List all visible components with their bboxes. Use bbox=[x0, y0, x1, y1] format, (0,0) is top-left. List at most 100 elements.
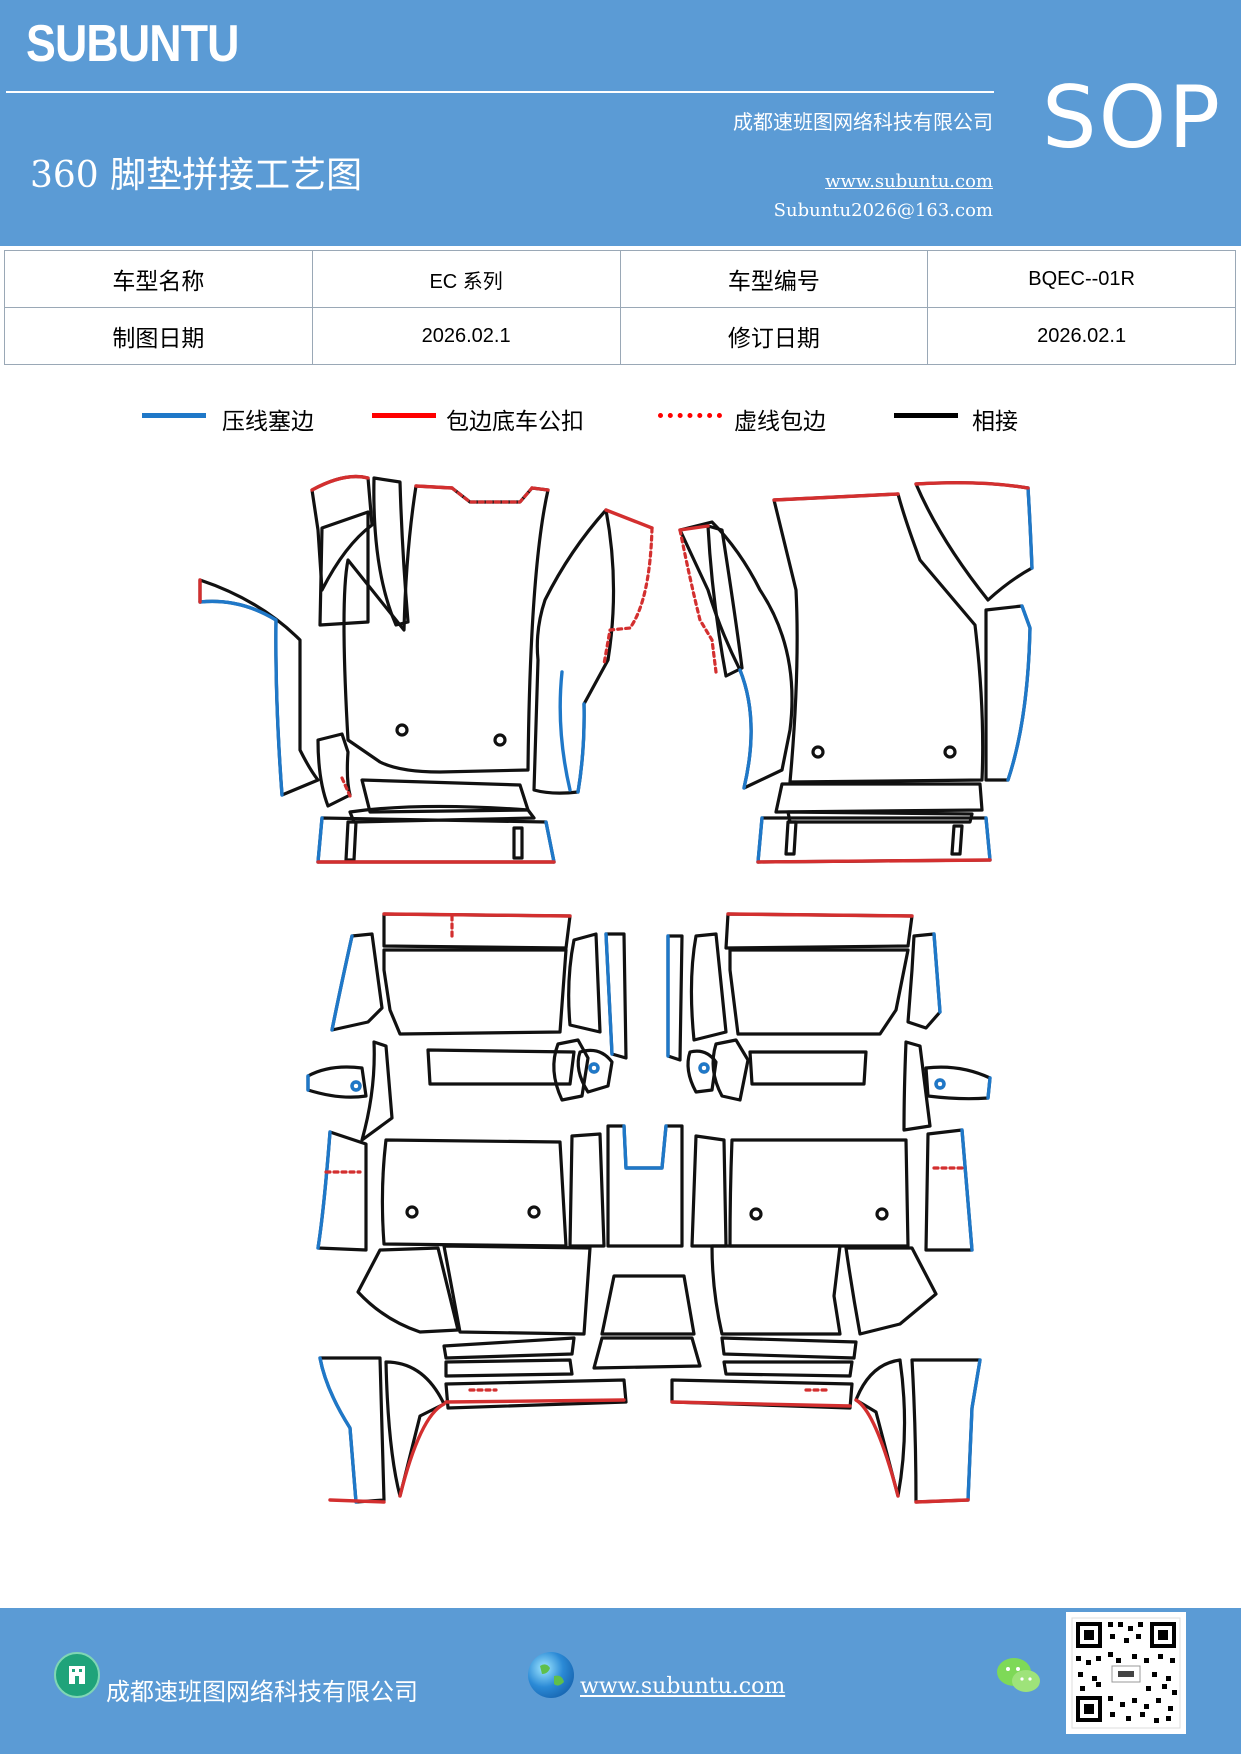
model-name-label: 车型名称 bbox=[4, 250, 313, 308]
mat-piece bbox=[344, 820, 358, 862]
mat-piece bbox=[728, 1138, 910, 1248]
legend-swatch-black bbox=[894, 413, 958, 418]
revise-date-value: 2026.02.1 bbox=[927, 307, 1236, 365]
legend-label: 包边底车公扣 bbox=[446, 409, 584, 435]
press-line-edge bbox=[198, 599, 284, 797]
mat-piece bbox=[690, 1134, 728, 1248]
model-code-label: 车型编号 bbox=[619, 250, 929, 308]
press-line-edge bbox=[1006, 604, 1032, 782]
mat-piece bbox=[724, 912, 914, 950]
binding-edge bbox=[914, 1498, 970, 1504]
mat-piece bbox=[710, 1244, 842, 1336]
press-line-edge bbox=[544, 820, 556, 864]
mat-piece bbox=[772, 492, 985, 784]
mat-piece bbox=[720, 1336, 858, 1360]
legend-label: 压线塞边 bbox=[222, 409, 314, 435]
line-legend: 压线塞边 包边底车公扣 虚线包边 相接 bbox=[0, 398, 1241, 438]
floor-mat-diagram bbox=[0, 450, 1241, 1600]
mat-piece bbox=[670, 1378, 854, 1410]
mat-piece bbox=[844, 1246, 938, 1336]
mat-piece bbox=[444, 1358, 574, 1378]
press-line-edge bbox=[966, 1358, 982, 1502]
draw-date-label: 制图日期 bbox=[4, 307, 313, 365]
mat-piece bbox=[318, 1356, 386, 1504]
binding-edge bbox=[398, 1402, 446, 1498]
footer-website-link[interactable]: www.subuntu.com bbox=[580, 1674, 786, 1699]
mat-piece bbox=[711, 1038, 750, 1102]
mat-piece bbox=[382, 948, 568, 1036]
mat-piece bbox=[728, 948, 910, 1036]
mat-piece bbox=[686, 1049, 718, 1094]
mat-piece bbox=[722, 1360, 854, 1378]
grommet bbox=[749, 1207, 763, 1221]
mat-piece bbox=[360, 1040, 394, 1142]
grommet bbox=[943, 745, 957, 759]
legend-swatch-blue bbox=[142, 413, 206, 418]
mat-piece bbox=[678, 520, 794, 790]
mat-piece bbox=[774, 782, 984, 814]
mat-piece bbox=[316, 732, 352, 808]
mat-piece bbox=[567, 932, 602, 1034]
vehicle-info-table: 车型名称 EC 系列 车型编号 BQEC--01R 制图日期 2026.02.1… bbox=[4, 250, 1236, 365]
mat-piece bbox=[689, 932, 728, 1042]
draw-date-value: 2026.02.1 bbox=[311, 307, 621, 365]
mat-piece bbox=[552, 1038, 590, 1102]
grommet bbox=[405, 1205, 419, 1219]
wechat-icon[interactable] bbox=[994, 1654, 1044, 1698]
mat-piece bbox=[380, 1138, 568, 1248]
mat-piece bbox=[306, 1065, 368, 1099]
mat-piece bbox=[576, 1048, 614, 1094]
mat-piece bbox=[902, 1040, 932, 1132]
header-company-name: 成都速班图网络科技有限公司 bbox=[733, 110, 993, 134]
grommet bbox=[493, 733, 507, 747]
legend-label: 相接 bbox=[972, 409, 1018, 435]
mat-piece bbox=[372, 476, 410, 627]
binding-edge bbox=[310, 474, 370, 492]
grommet bbox=[811, 745, 825, 759]
press-line-edge bbox=[738, 668, 753, 790]
press-line-edge bbox=[1026, 486, 1034, 570]
mat-pieces-svg bbox=[198, 474, 1034, 1504]
grommet-blue bbox=[934, 1078, 946, 1090]
press-line-edge bbox=[986, 1076, 992, 1100]
press-line-edge bbox=[756, 816, 764, 864]
footer-banner: 成都速班图网络科技有限公司 www.subuntu.com bbox=[0, 1608, 1241, 1754]
revise-date-label: 修订日期 bbox=[619, 307, 929, 365]
mat-piece bbox=[384, 1360, 446, 1498]
press-line-edge bbox=[316, 816, 324, 864]
press-line-edge bbox=[984, 816, 992, 862]
mat-piece bbox=[444, 1378, 628, 1410]
mat-piece bbox=[568, 1132, 606, 1248]
mat-piece bbox=[442, 1336, 576, 1360]
mat-piece bbox=[348, 804, 536, 824]
dotted-binding-edge bbox=[340, 776, 352, 798]
binding-edge bbox=[726, 912, 914, 918]
dotted-binding-edge bbox=[602, 526, 654, 666]
mat-piece bbox=[532, 508, 616, 795]
binding-edge bbox=[604, 508, 654, 530]
binding-edge bbox=[678, 524, 710, 532]
building-icon bbox=[54, 1652, 100, 1698]
mat-piece bbox=[854, 1358, 907, 1498]
footer-company-name: 成都速班图网络科技有限公司 bbox=[106, 1678, 418, 1706]
mat-piece bbox=[784, 820, 798, 856]
legend-swatch-red bbox=[372, 413, 436, 418]
header-email: Subuntu2026@163.com bbox=[773, 200, 993, 221]
mat-piece bbox=[426, 1048, 576, 1086]
table-row: 车型名称 EC 系列 车型编号 BQEC--01R bbox=[4, 250, 1236, 308]
grommet bbox=[527, 1205, 541, 1219]
press-line-edge bbox=[932, 932, 942, 1014]
binding-edge bbox=[414, 484, 454, 490]
header-website-link[interactable]: www.subuntu.com bbox=[825, 171, 993, 192]
mat-piece bbox=[592, 1336, 702, 1370]
brand-logo: SUBUNTU bbox=[26, 15, 239, 73]
press-line-edge bbox=[576, 702, 586, 794]
mat-piece bbox=[600, 1274, 696, 1336]
mat-piece bbox=[330, 932, 384, 1032]
press-line-edge bbox=[604, 932, 614, 1056]
binding-edge bbox=[914, 480, 1030, 490]
document-title: 360 脚垫拼接工艺图 bbox=[30, 155, 363, 196]
mat-piece bbox=[606, 1124, 684, 1248]
mat-piece bbox=[984, 604, 1032, 782]
press-line-edge bbox=[960, 1128, 974, 1252]
